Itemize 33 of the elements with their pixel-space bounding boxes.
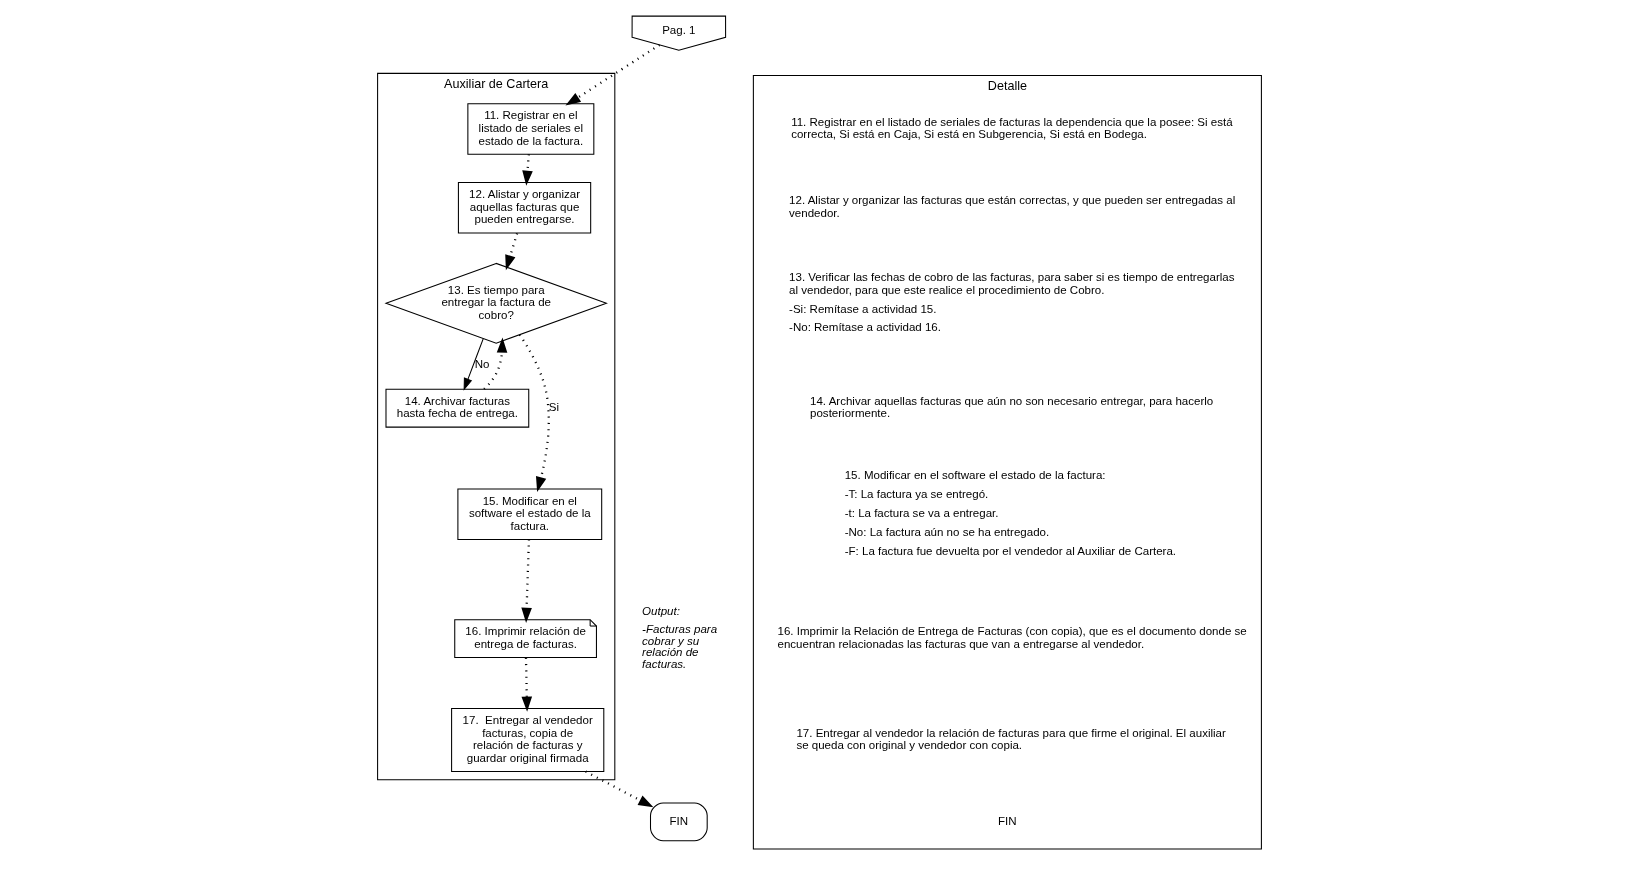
- label: 16. Imprimir la Relación de Entrega de Facturas (con copia), que es el documento donde se encuentran relacionadas las facturas que van a entregarse al vendedor.: [777, 625, 1247, 650]
- arrow: [521, 657, 533, 712]
- arrow: [565, 43, 661, 106]
- label: -T: La factura ya se entregó.: [844, 488, 989, 501]
- label: Output:: [642, 605, 680, 618]
- node-box: FIN: [650, 802, 708, 842]
- node-box: 14. Archivar facturas hasta fecha de entrega.: [385, 388, 530, 428]
- label: -Facturas para cobrar y su relación de facturas.: [642, 623, 718, 670]
- label: -Si: Remítase a actividad 15.: [789, 302, 937, 315]
- arrow: [463, 338, 484, 391]
- label: 17. Entregar al vendedor la relación de facturas para que firme el original. El auxiliar se queda con original y vendedor con copia.: [796, 726, 1226, 752]
- label: FIN: [997, 814, 1017, 827]
- node-box: 11. Registrar en el listado de seriales el estado de la factura.: [467, 103, 595, 155]
- node-box: 12. Alistar y organizar aquellas facturas que pueden entregarse.: [457, 182, 592, 234]
- label: -No: La factura aún no se ha entregado.: [844, 526, 1050, 539]
- label: -t: La factura se va a entregar.: [844, 507, 999, 520]
- label: 13. Verificar las fechas de cobro de las facturas, para saber si es tiempo de entregarlas al vendedor, para que este realice el procedimiento de Cobro.: [789, 271, 1235, 296]
- label: 14. Archivar aquellas facturas que aún no son necesario entregar, para hacerlo posteriormente.: [810, 394, 1214, 420]
- arrow: [521, 539, 532, 623]
- label: -No: Remítase a actividad 16.: [789, 321, 941, 334]
- node-diamond: 13. Es tiempo para entregar la factura de cobro?: [384, 262, 608, 344]
- node-box: 15. Modificar en el software el estado de la factura.: [457, 488, 603, 540]
- label: 11. Registrar en el listado de seriales de facturas la dependencia que la posee: Si está correcta, Si está en Caja, Si está en Subgerencia, Si está en Bodega.: [791, 115, 1233, 141]
- label: 15. Modificar en el software el estado de la factura:: [844, 469, 1106, 482]
- arrow: [518, 334, 550, 493]
- label: -F: La factura fue devuelta por el vendedor al Auxiliar de Cartera.: [844, 544, 1177, 557]
- edge-label: No: [474, 358, 490, 371]
- arrow: [483, 337, 508, 390]
- edge-label: Si: [548, 401, 560, 414]
- arrow: [505, 233, 519, 271]
- label: 12. Alistar y organizar las facturas que están correctas, y que pueden ser entregadas al vendedor.: [789, 194, 1236, 219]
- node-box: 17. Entregar al vendedor facturas, copia de relación de facturas y guardar original firmada: [451, 707, 605, 772]
- arrow: [585, 770, 654, 808]
